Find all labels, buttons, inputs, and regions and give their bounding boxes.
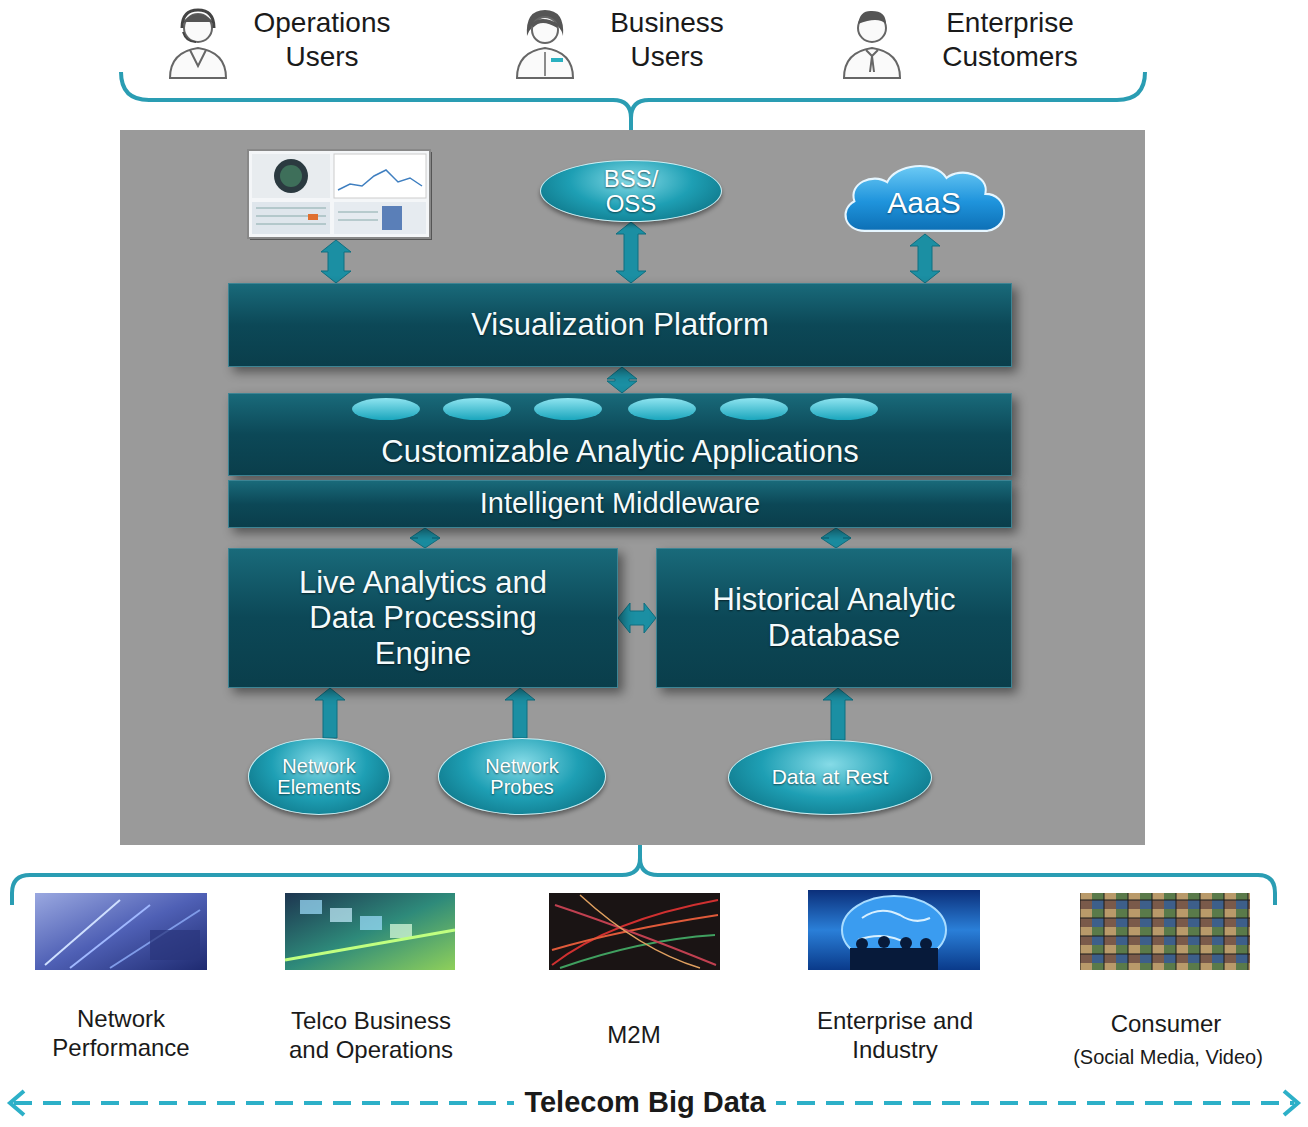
- category-label: (Social Media, Video): [1038, 1045, 1298, 1069]
- service-cloud: AaaS: [836, 160, 1012, 234]
- enterprise-picture: [808, 890, 980, 970]
- category-label: M2M: [574, 1020, 694, 1049]
- telco-business-picture: [285, 893, 455, 970]
- system-ellipse: BSS/ OSS: [540, 160, 722, 222]
- consumer-picture: [1080, 893, 1250, 970]
- engine-box: Live Analytics and Data Processing Engin…: [228, 548, 618, 688]
- flow-arrow: [821, 528, 851, 548]
- category-label: Operations Users: [235, 6, 410, 74]
- flow-arrow: [410, 528, 440, 548]
- node-text: Live Analytics and Data Processing Engin…: [273, 565, 573, 672]
- category-label: Network Performance: [21, 1004, 221, 1063]
- node-text: Customizable Analytic Applications: [381, 434, 858, 470]
- category-label: Consumer: [1066, 1009, 1266, 1038]
- source-ellipse: Network Probes: [438, 738, 606, 815]
- footer-label: Telecom Big Data: [514, 1085, 775, 1120]
- node-text: Network Probes: [476, 756, 568, 798]
- flow-arrow: [315, 688, 345, 738]
- category-label: Telco Business and Operations: [274, 1006, 469, 1065]
- m2m-picture: [549, 893, 720, 970]
- flow-arrow: [616, 222, 646, 283]
- network-performance-picture: [35, 893, 207, 970]
- node-text: Intelligent Middleware: [480, 487, 760, 520]
- user-icon: [844, 11, 900, 78]
- platform-band: Intelligent Middleware: [228, 480, 1012, 528]
- flow-arrow: [505, 688, 535, 738]
- source-ellipse: Data at Rest: [728, 740, 932, 815]
- category-label: Enterprise Customers: [918, 6, 1103, 74]
- flow-arrow: [823, 688, 853, 740]
- node-text: Historical Analytic Database: [674, 582, 994, 653]
- node-text: BSS/ OSS: [591, 166, 671, 216]
- arrow-head: [1284, 1091, 1298, 1115]
- category-label: Enterprise and Industry: [795, 1006, 995, 1065]
- node-text: AaaS: [887, 186, 960, 219]
- flow-arrow: [607, 367, 637, 393]
- flow-arrow: [910, 234, 940, 283]
- user-icon: [517, 10, 573, 78]
- flow-arrow: [618, 603, 656, 633]
- database-box: Historical Analytic Database: [656, 548, 1012, 688]
- node-text: Network Elements: [273, 756, 365, 798]
- platform-panel: [120, 130, 1145, 845]
- node-text: Visualization Platform: [471, 307, 769, 343]
- platform-band: Visualization Platform: [228, 283, 1012, 367]
- user-icon: [170, 10, 226, 78]
- top-bracket: [121, 72, 631, 130]
- platform-band: Customizable Analytic Applications: [228, 393, 1012, 476]
- source-ellipse: Network Elements: [248, 738, 390, 815]
- double-arrow: [321, 240, 351, 283]
- dashboard-picture: [248, 150, 432, 240]
- arrow-head: [10, 1091, 24, 1115]
- node-text: Data at Rest: [772, 766, 889, 788]
- category-label: Business Users: [592, 6, 742, 74]
